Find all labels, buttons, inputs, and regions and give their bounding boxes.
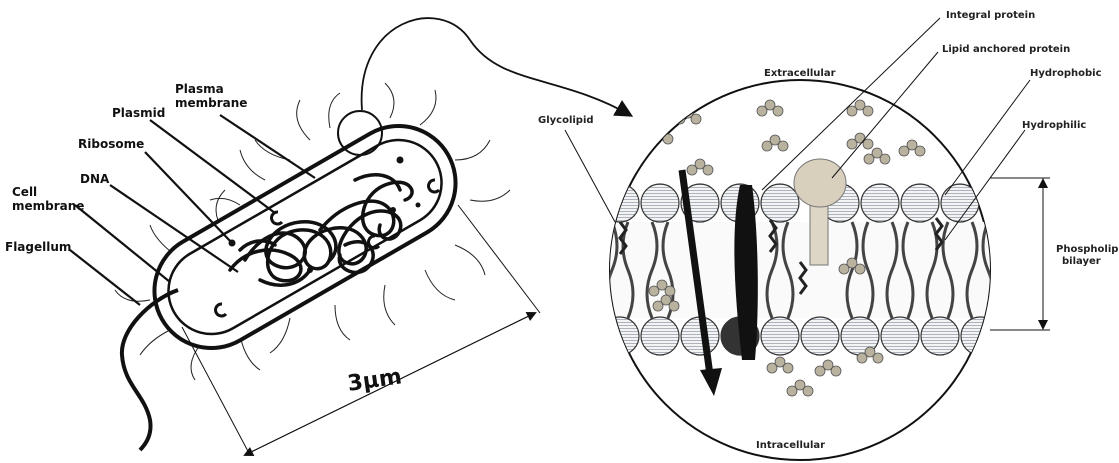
label-cell-membrane-line1: Cell <box>12 185 84 199</box>
membrane-detail <box>565 18 1050 460</box>
label-cell-membrane-line2: membrane <box>12 199 84 213</box>
label-cell-membrane: Cell membrane <box>12 185 84 213</box>
label-plasmid: Plasmid <box>112 106 165 120</box>
label-phospholipid-line1: Phospholipid <box>1056 244 1119 256</box>
label-flagellum: Flagellum <box>5 240 71 254</box>
label-hydrophobic: Hydrophobic <box>1030 68 1102 80</box>
ribosome-dot <box>397 157 404 164</box>
ribosome-dot <box>416 203 421 208</box>
label-intracellular: Intracellular <box>756 440 825 452</box>
label-hydrophilic: Hydrophilic <box>1022 120 1086 132</box>
zoom-connector <box>362 18 630 115</box>
label-dna: DNA <box>80 172 109 186</box>
label-plasma-membrane: Plasma membrane <box>175 82 247 110</box>
label-lipid-anchored-protein: Lipid anchored protein <box>942 44 1070 56</box>
bilayer-bracket <box>990 178 1050 330</box>
label-glycolipid: Glycolipid <box>538 115 594 127</box>
ribosome-dot <box>390 207 396 213</box>
label-phospholipid-line2: bilayer <box>1056 256 1119 268</box>
label-integral-protein: Integral protein <box>946 10 1035 22</box>
label-plasma-membrane-line1: Plasma <box>175 82 247 96</box>
label-extracellular: Extracellular <box>764 68 836 80</box>
label-plasma-membrane-line2: membrane <box>175 96 247 110</box>
label-phospholipid-bilayer: Phospholipid bilayer <box>1056 244 1119 268</box>
ribosome-dot <box>307 267 313 273</box>
label-ribosome: Ribosome <box>78 137 144 151</box>
